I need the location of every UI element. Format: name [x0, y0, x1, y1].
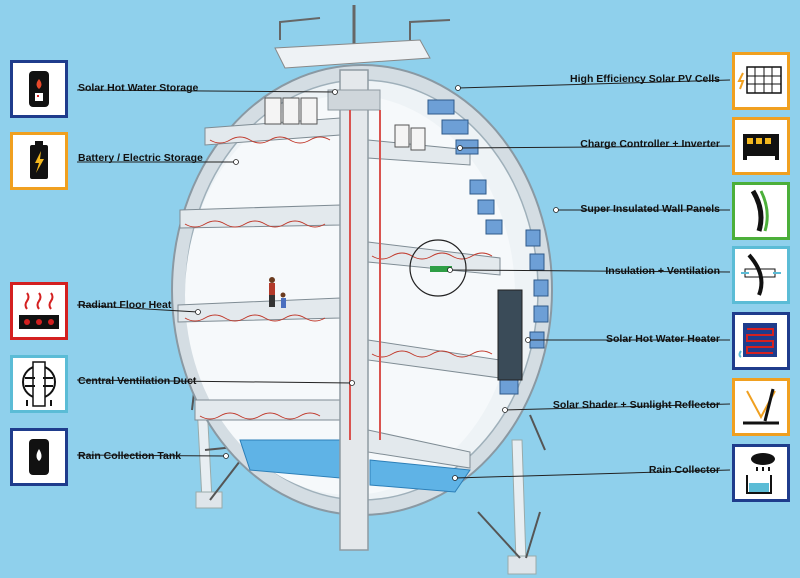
central-column: [339, 69, 369, 551]
label-rain-collector: Rain Collector: [648, 464, 720, 476]
sun-reflector-icon: [732, 378, 790, 436]
leader-lines: [76, 79, 731, 479]
roof-equipment: [264, 97, 426, 151]
label-central-ventilation-duct: Central Ventilation Duct: [78, 375, 197, 387]
solar-water-heater-panel: [497, 289, 523, 381]
solar-panel-icon: [732, 52, 790, 110]
label-charge-controller-inverter: Charge Controller + Inverter: [580, 138, 720, 150]
label-high-efficiency-solar-pv-cells: High Efficiency Solar PV Cells: [570, 73, 720, 85]
radiant-pipes: [184, 136, 493, 420]
wall-panel-icon: [732, 182, 790, 240]
inverter-icon: [732, 117, 790, 175]
label-rain-collection-tank: Rain Collection Tank: [78, 450, 182, 462]
hot-water-tank-icon: [10, 60, 68, 118]
label-insulation-ventilation: Insulation + Ventilation: [605, 265, 720, 277]
label-battery-electric-storage: Battery / Electric Storage: [78, 152, 203, 164]
insulation-icon: [732, 246, 790, 304]
people: [269, 277, 286, 308]
radiant-floor-heat-icon: [10, 282, 68, 340]
solar-water-heater-icon: [732, 312, 790, 370]
label-solar-hot-water-storage: Solar Hot Water Storage: [78, 82, 199, 94]
rain-collector-icon: [732, 444, 790, 502]
label-radiant-floor-heat: Radiant Floor Heat: [78, 299, 172, 311]
rain-tank-icon: [10, 428, 68, 486]
label-super-insulated-wall-panels: Super Insulated Wall Panels: [580, 203, 720, 215]
label-solar-hot-water-heater: Solar Hot Water Heater: [606, 333, 720, 345]
battery-icon: [10, 132, 68, 190]
ventilation-duct-icon: [10, 355, 68, 413]
label-solar-shader-sunlight-reflector: Solar Shader + Sunlight Reflector: [552, 399, 720, 411]
